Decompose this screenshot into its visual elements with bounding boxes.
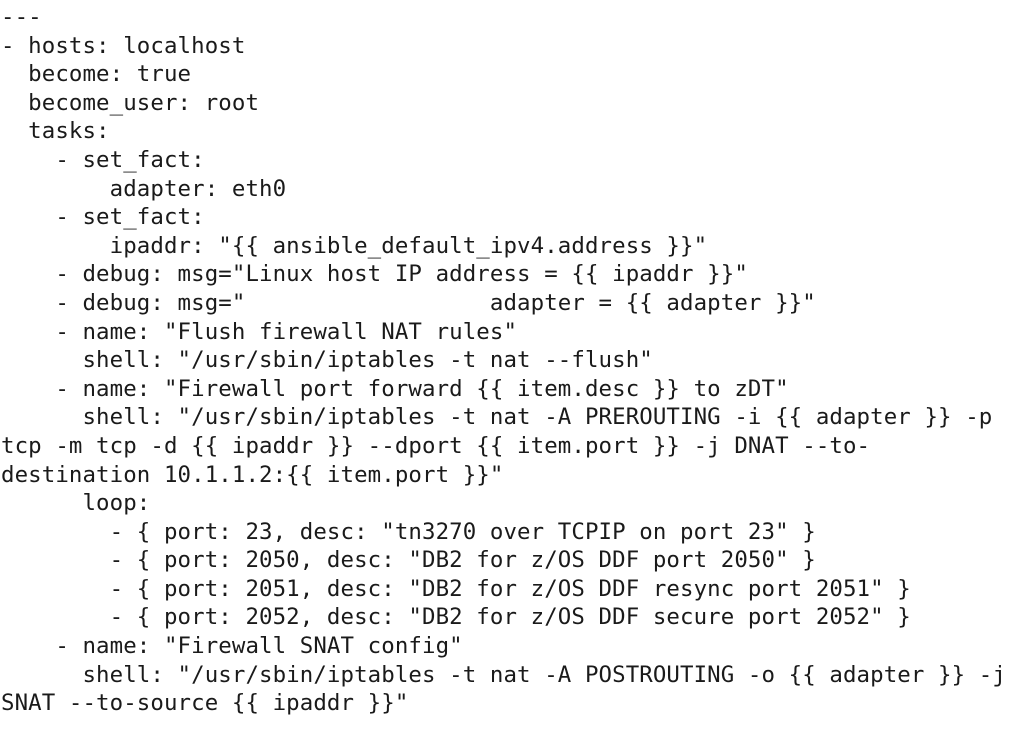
code-line-loop-item: - { port: 23, desc: "tn3270 over TCPIP o… bbox=[1, 518, 816, 545]
code-line-loop: loop: bbox=[1, 490, 151, 517]
code-line-shell: shell: "/usr/sbin/iptables -t nat -A POS… bbox=[1, 661, 1006, 688]
code-line-loop-item: - { port: 2051, desc: "DB2 for z/OS DDF … bbox=[1, 575, 911, 602]
code-line-tasks: tasks: bbox=[1, 118, 110, 145]
code-line-hosts: - hosts: localhost bbox=[1, 32, 246, 59]
code-line-become: become: true bbox=[1, 61, 192, 88]
code-line-document-start: --- bbox=[1, 4, 42, 30]
code-line-set-fact: - set_fact: bbox=[1, 146, 205, 173]
code-line-set-fact: - set_fact: bbox=[1, 204, 205, 231]
code-line-shell: shell: "/usr/sbin/iptables -t nat --flus… bbox=[1, 347, 653, 374]
code-line-loop-item: - { port: 2050, desc: "DB2 for z/OS DDF … bbox=[1, 547, 816, 574]
code-line-task-name: - name: "Flush firewall NAT rules" bbox=[1, 318, 518, 345]
code-line-debug: - debug: msg=" adapter = {{ adapter }}" bbox=[1, 289, 816, 316]
code-line-shell-continuation: SNAT --to-source {{ ipaddr }}" bbox=[1, 690, 409, 717]
code-line-become-user: become_user: root bbox=[1, 89, 260, 116]
code-line-debug: - debug: msg="Linux host IP address = {{… bbox=[1, 261, 748, 288]
code-line-adapter: adapter: eth0 bbox=[1, 175, 287, 202]
code-line-shell: shell: "/usr/sbin/iptables -t nat -A PRE… bbox=[1, 404, 993, 431]
code-line-shell-continuation: tcp -m tcp -d {{ ipaddr }} --dport {{ it… bbox=[1, 432, 871, 459]
code-line-task-name: - name: "Firewall SNAT config" bbox=[1, 633, 463, 660]
code-line-shell-continuation: destination 10.1.1.2:{{ item.port }}" bbox=[1, 461, 504, 488]
code-line-ipaddr: ipaddr: "{{ ansible_default_ipv4.address… bbox=[1, 232, 708, 259]
code-line-loop-item: - { port: 2052, desc: "DB2 for z/OS DDF … bbox=[1, 604, 911, 631]
code-block: ---- hosts: localhost become: true becom… bbox=[1, 3, 1006, 718]
code-line-task-name: - name: "Firewall port forward {{ item.d… bbox=[1, 375, 789, 402]
